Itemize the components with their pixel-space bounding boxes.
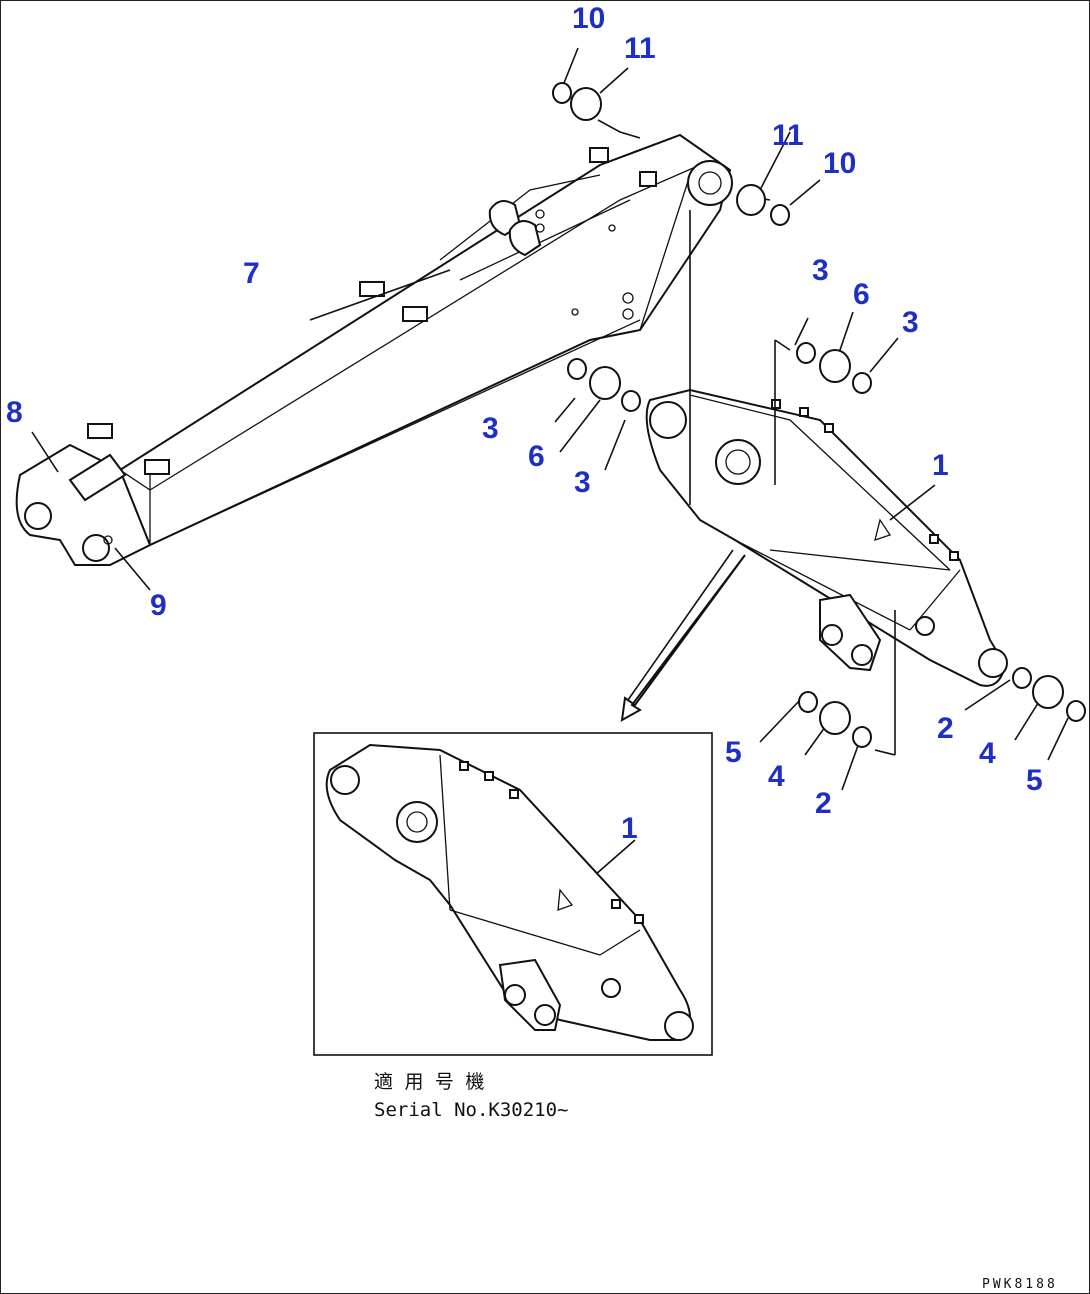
arm-assembly (15, 133, 733, 566)
drawing-code: PWK8188 (982, 1277, 1058, 1292)
callout-labels: 10 11 11 10 3 6 3 7 8 9 3 6 3 1 2 4 5 5 … (6, 2, 1043, 845)
callout-3-right-upper: 3 (812, 254, 829, 287)
callout-6-right-upper: 6 (853, 278, 870, 311)
callout-8-arm-end: 8 (6, 396, 23, 429)
small-parts (552, 82, 1086, 748)
callout-4-right: 4 (979, 737, 996, 770)
callout-3-center-lower: 3 (574, 466, 591, 499)
leader-lines (31, 47, 1069, 876)
callout-10-top-left: 10 (572, 2, 605, 35)
callout-10-top-right: 10 (823, 147, 856, 180)
callout-4-left: 4 (768, 760, 785, 793)
callout-1-inset: 1 (621, 812, 638, 845)
callout-9-arm-pin: 9 (150, 589, 167, 622)
applicable-note-jp: 適 用 号 機 (374, 1071, 484, 1093)
callout-5-left: 5 (725, 736, 742, 769)
callout-2-right: 2 (937, 712, 954, 745)
callout-7-arm: 7 (243, 257, 260, 290)
callout-11-top-right: 11 (772, 119, 804, 152)
boom-assembly (645, 388, 1008, 687)
inset-boom-detail (313, 732, 713, 1056)
callout-5-right: 5 (1026, 764, 1043, 797)
callout-11-top-left: 11 (624, 32, 656, 65)
callout-1-boom: 1 (932, 449, 949, 482)
callout-2-left: 2 (815, 787, 832, 820)
serial-note: Serial No.K30210~ (374, 1099, 568, 1121)
callout-3-right-lower: 3 (902, 306, 919, 339)
callout-6-center: 6 (528, 440, 545, 473)
callout-3-center-upper: 3 (482, 412, 499, 445)
